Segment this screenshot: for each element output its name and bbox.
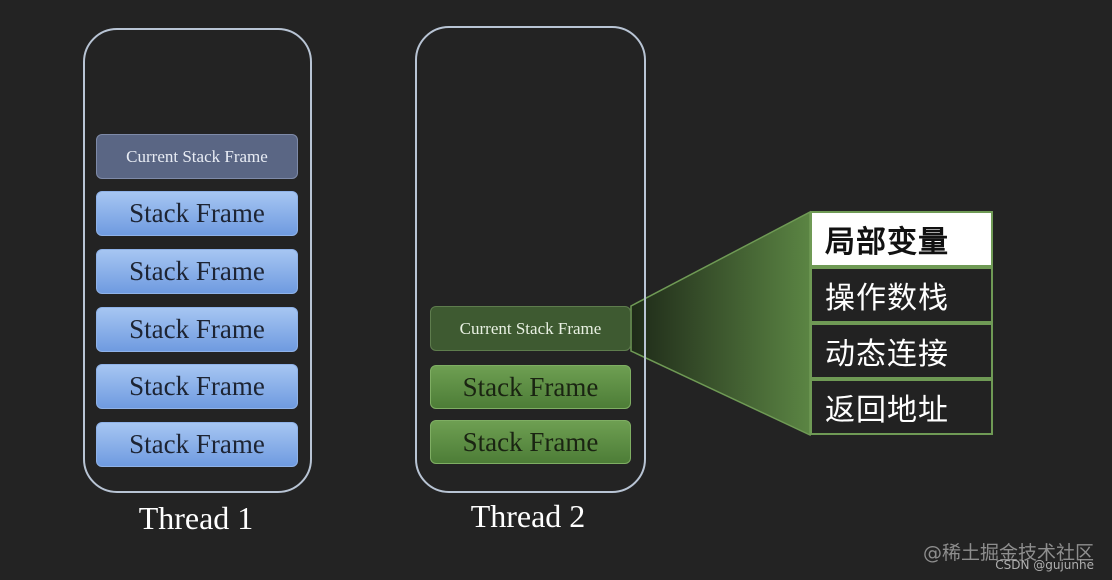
thread-2-stack [415,26,646,493]
stack-frame-label: Stack Frame [129,256,265,286]
stack-frame-label: Stack Frame [129,198,265,228]
thread-1-label: Thread 1 [138,500,254,536]
thread-1-stack-frame: Stack Frame [96,249,298,294]
frame-detail-local-variables: 局部变量 [810,211,993,267]
thread-2-stack-frame: Stack Frame [430,365,631,409]
thread-2-stack-frame: Stack Frame [430,420,631,464]
stack-frame-label: Stack Frame [462,426,599,457]
thread-1-current-stack-frame: Current Stack Frame [96,134,298,179]
thread-1-stack-frame: Stack Frame [96,422,298,467]
stack-frame-label: Stack Frame [129,314,265,344]
stack-frame-label: Stack Frame [129,429,265,459]
frame-detail-dynamic-linking: 动态连接 [810,323,993,379]
watermark-juejin: @稀土掘金技术社区 [922,542,1094,564]
thread-1-stack-frame: Stack Frame [96,307,298,352]
stack-frame-label: Stack Frame [462,371,599,402]
thread-2-current-stack-frame: Current Stack Frame [430,306,631,351]
thread-1-stack-frame: Stack Frame [96,191,298,236]
thread-2-label: Thread 2 [470,498,586,534]
thread-1-stack [83,28,312,493]
thread-1-stack-frame: Stack Frame [96,364,298,409]
frame-detail-operand-stack: 操作数栈 [810,267,993,323]
stack-frame-label: Stack Frame [129,371,265,401]
thread-1-current-stack-frame-label: Current Stack Frame [126,146,268,166]
frame-detail-return-address: 返回地址 [810,379,993,435]
thread-2-current-stack-frame-label: Current Stack Frame [459,318,602,338]
watermark-csdn: CSDN @gujunhe [995,558,1094,572]
